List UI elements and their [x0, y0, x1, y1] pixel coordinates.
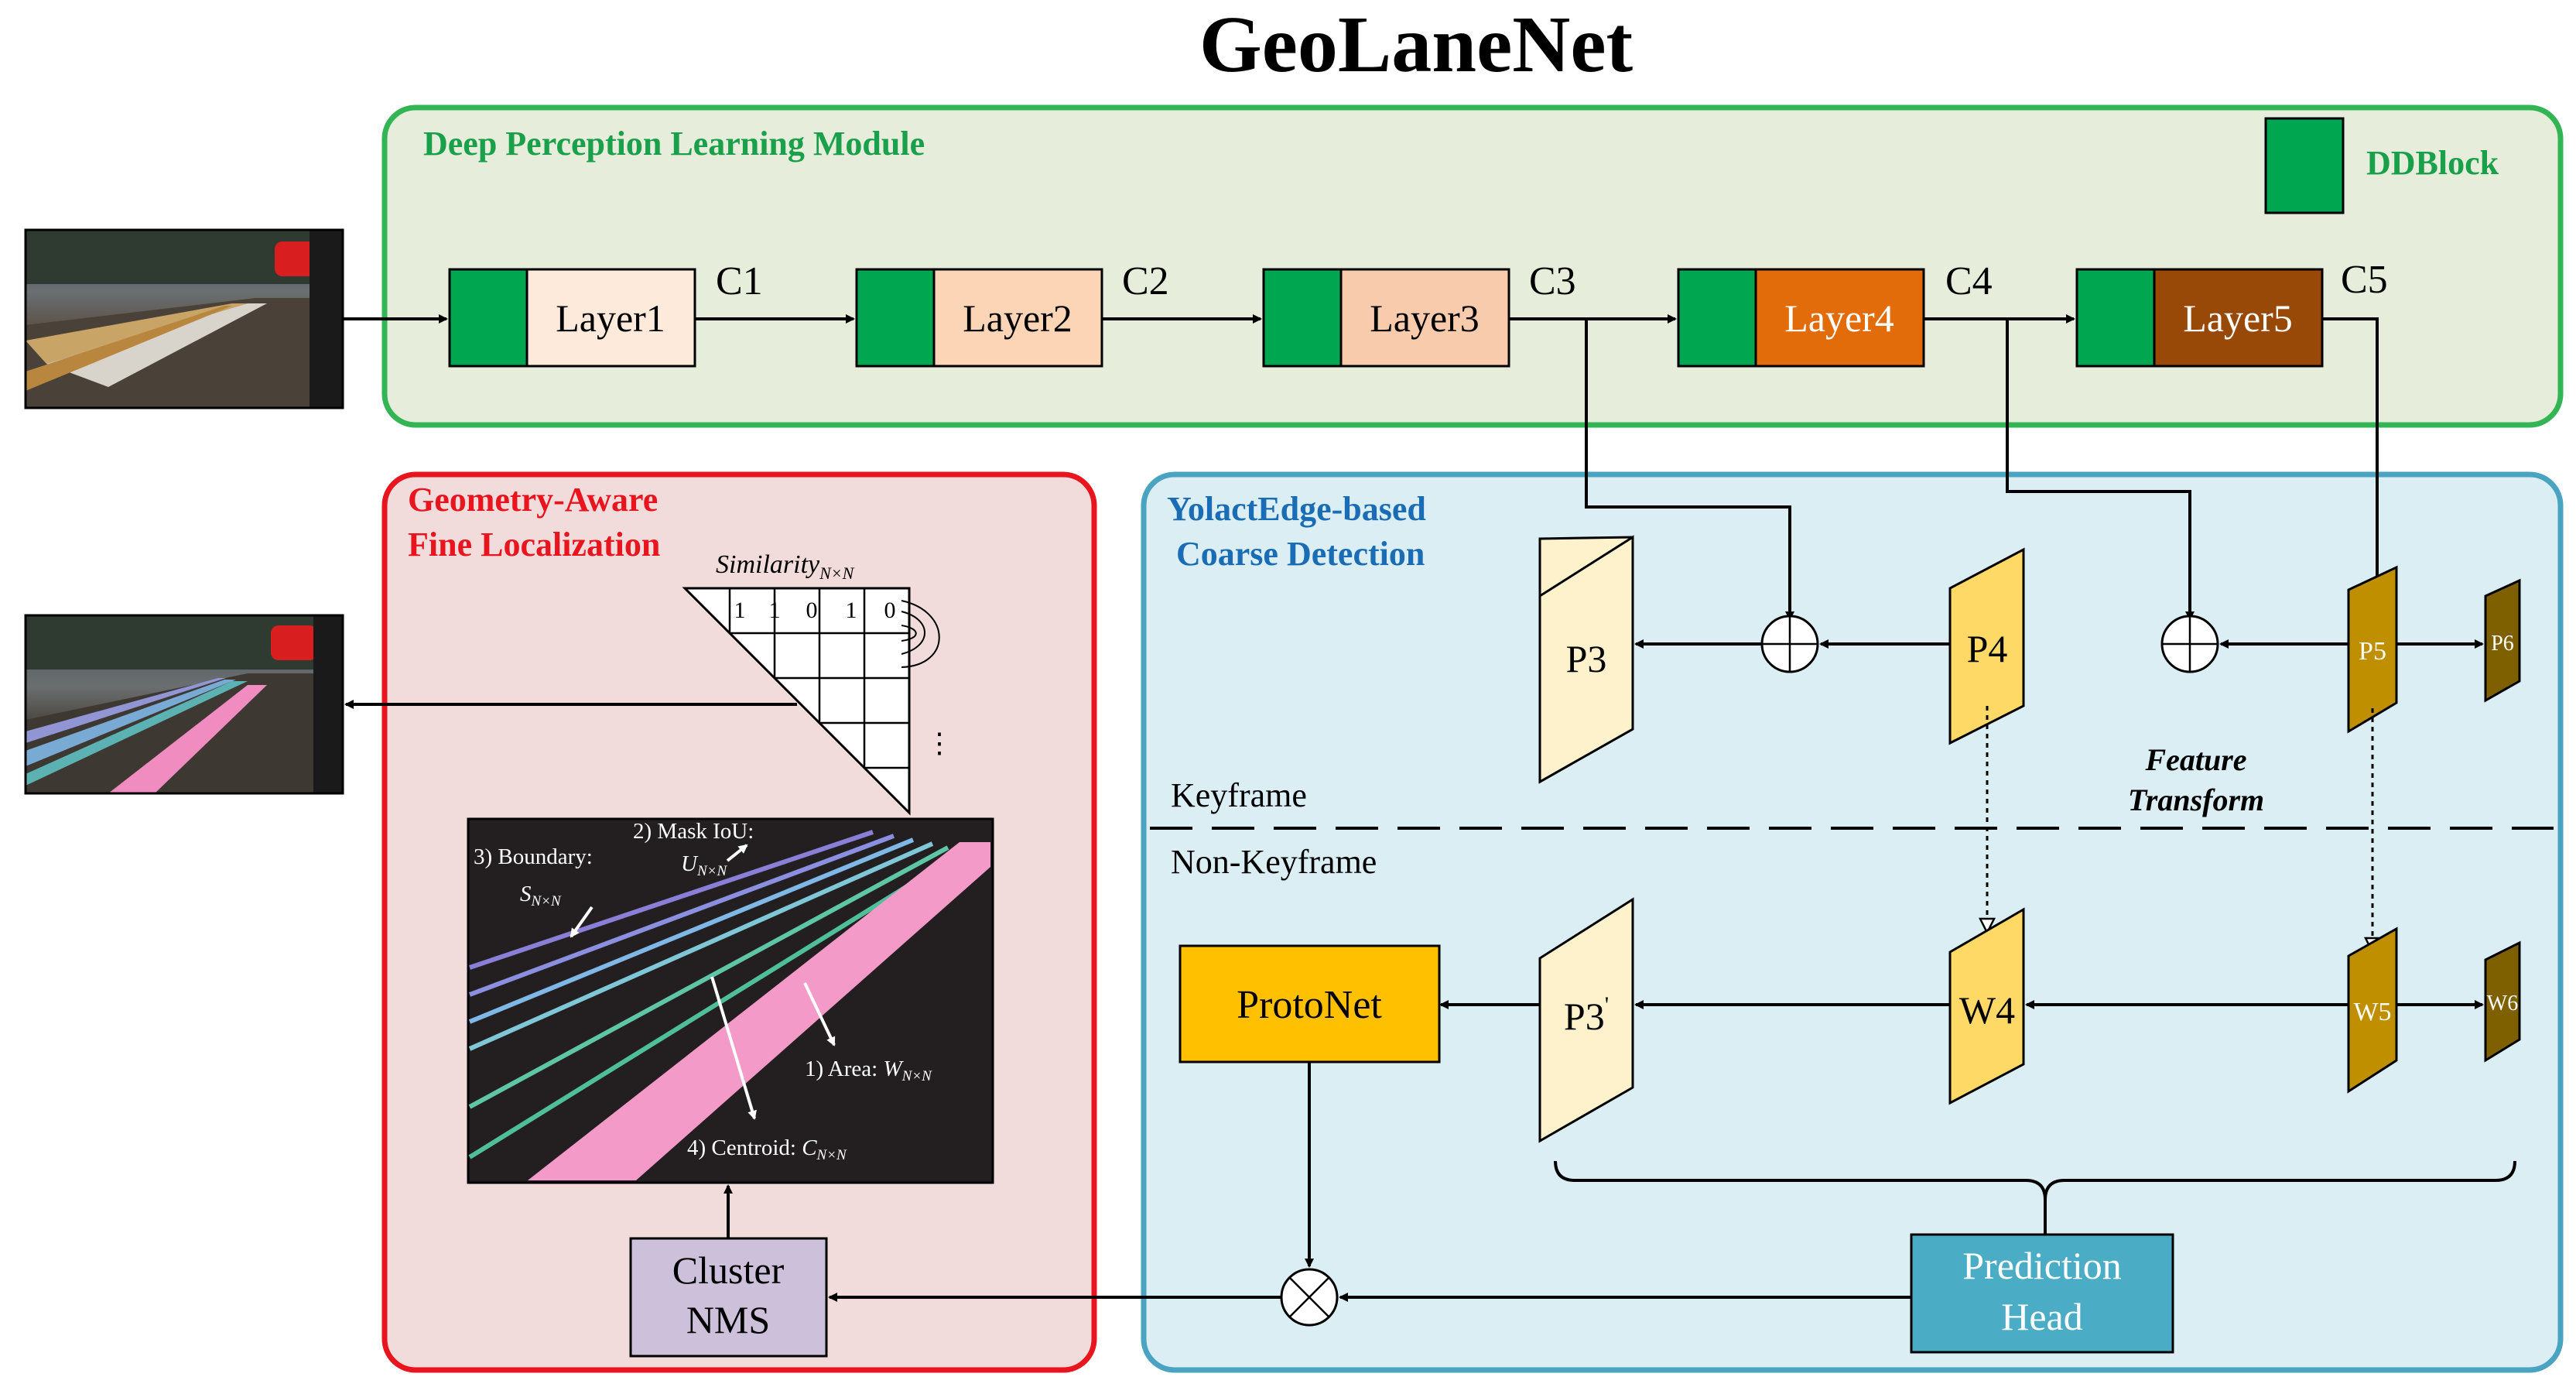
boundary-label: 3) Boundary:: [474, 844, 593, 869]
svg-text:UN×N: UN×N: [681, 851, 727, 879]
p6-feature: P6: [2484, 578, 2521, 703]
svg-text:SimilarityN×N: SimilarityN×N: [716, 550, 855, 583]
protonet-block: ProtoNet: [1179, 944, 1441, 1063]
w5-label: W5: [2353, 998, 2391, 1026]
p6-label: P6: [2491, 632, 2514, 656]
matrix-cell: 0: [884, 598, 896, 623]
prediction-head-block: Prediction Head: [1910, 1233, 2174, 1354]
similarity-label: Similarity: [716, 550, 820, 579]
w6-feature: W6: [2484, 940, 2521, 1063]
p4-label: P4: [1967, 627, 2008, 670]
c2-label: C2: [1122, 259, 1169, 303]
cluster-nms-block: Cluster NMS: [629, 1237, 828, 1358]
p4-feature: P4: [1948, 547, 2025, 745]
matrix-cell: 1: [846, 598, 857, 623]
layer3-block: Layer3: [1262, 268, 1510, 368]
layer1-block: Layer1: [448, 268, 696, 368]
yolactedge-module: YolactEdge-based Coarse Detection: [1141, 471, 2564, 1373]
layer2-block: Layer2: [855, 268, 1103, 368]
layer4-block: Layer4: [1677, 268, 1925, 368]
similarity-subscript: N×N: [819, 563, 855, 583]
feature-transform-label-2: Transform: [2128, 783, 2264, 817]
centroid-label: 4) Centroid:: [687, 1135, 796, 1160]
boundary-sub: N×N: [531, 893, 562, 909]
w6-label: W6: [2487, 992, 2518, 1016]
prime-mark: ': [1605, 992, 1609, 1018]
p3-prime-feature: P3': [1538, 897, 1634, 1143]
similarity-matrix: SimilarityN×N 1 1 0 1 0 ⋮: [682, 550, 953, 816]
matrix-ellipsis: ⋮: [925, 728, 953, 759]
area-var: W: [883, 1057, 904, 1081]
prediction-head-label-2: Head: [2001, 1295, 2083, 1338]
area-sub: N×N: [901, 1068, 932, 1084]
cluster-nms-label-2: NMS: [686, 1298, 770, 1341]
diagram-title: GeoLaneNet: [1199, 0, 1634, 89]
mask-illustration: 3) Boundary: SN×N 2) Mask IoU: UN×N 1) A…: [467, 817, 994, 1184]
ddblock-legend-swatch: [2264, 117, 2345, 214]
area-label: 1) Area:: [805, 1057, 877, 1081]
svg-text:SN×N: SN×N: [520, 882, 562, 909]
input-road-image: [24, 228, 344, 409]
mask-iou-var: U: [681, 851, 699, 876]
p3-label: P3: [1566, 637, 1607, 680]
yolact-module-label-2: Coarse Detection: [1176, 535, 1425, 573]
layer2-label: Layer2: [963, 296, 1072, 340]
layer3-label: Layer3: [1370, 296, 1480, 340]
sum-node-p3: [1760, 615, 1819, 673]
layer1-label: Layer1: [556, 296, 665, 340]
keyframe-label: Keyframe: [1171, 776, 1307, 814]
p5-label: P5: [2359, 637, 2386, 666]
matrix-cell: 1: [769, 598, 781, 623]
p3-prime-label: P3: [1564, 995, 1605, 1038]
geo-module-label-2: Fine Localization: [408, 526, 660, 563]
mask-iou-label: 2) Mask IoU:: [633, 819, 754, 844]
yolact-module-label-1: YolactEdge-based: [1167, 490, 1426, 528]
ddblock-legend-label: DDBlock: [2366, 144, 2499, 182]
c1-label: C1: [716, 259, 763, 303]
cluster-nms-label-1: Cluster: [672, 1248, 785, 1292]
multiply-node: [1280, 1268, 1339, 1327]
matrix-cell: 0: [806, 598, 818, 623]
non-keyframe-label: Non-Keyframe: [1171, 843, 1377, 881]
feature-transform-label-1: Feature: [2144, 742, 2246, 777]
deep-perception-module: Deep Perception Learning Module DDBlock: [381, 104, 2564, 428]
boundary-var: S: [520, 882, 532, 906]
c4-label: C4: [1945, 259, 1993, 303]
centroid-sub: N×N: [816, 1147, 847, 1163]
layer5-label: Layer5: [2183, 296, 2293, 340]
svg-text:1) Area: WN×N: 1) Area: WN×N: [805, 1057, 932, 1084]
feature-transform-arrows: [1987, 706, 2372, 952]
w4-label: W4: [1959, 988, 2015, 1032]
p5-feature: P5: [2347, 565, 2398, 734]
merge-arrows: [828, 1062, 1911, 1302]
c5-label: C5: [2341, 258, 2388, 302]
layer4-label: Layer4: [1784, 296, 1894, 340]
svg-text:P3': P3': [1564, 992, 1609, 1038]
c3-label: C3: [1529, 259, 1576, 303]
centroid-var: C: [802, 1135, 817, 1160]
w5-feature: W5: [2347, 926, 2398, 1094]
fpn-lateral-connections: [1585, 317, 2382, 621]
matrix-cell: 1: [734, 598, 746, 623]
prediction-head-label-1: Prediction: [1962, 1244, 2122, 1287]
mask-iou-sub: N×N: [696, 863, 727, 879]
deep-module-label: Deep Perception Learning Module: [423, 125, 925, 163]
layer5-block: Layer5: [2075, 268, 2324, 368]
p3-feature: P3: [1538, 535, 1634, 784]
protonet-label: ProtoNet: [1237, 983, 1382, 1027]
w4-feature: W4: [1948, 907, 2025, 1105]
svg-text:4) Centroid: CN×N: 4) Centroid: CN×N: [687, 1135, 847, 1163]
output-road-image: [24, 614, 344, 795]
sum-node-p4: [2160, 615, 2219, 673]
geo-module-label-1: Geometry-Aware: [408, 481, 658, 519]
